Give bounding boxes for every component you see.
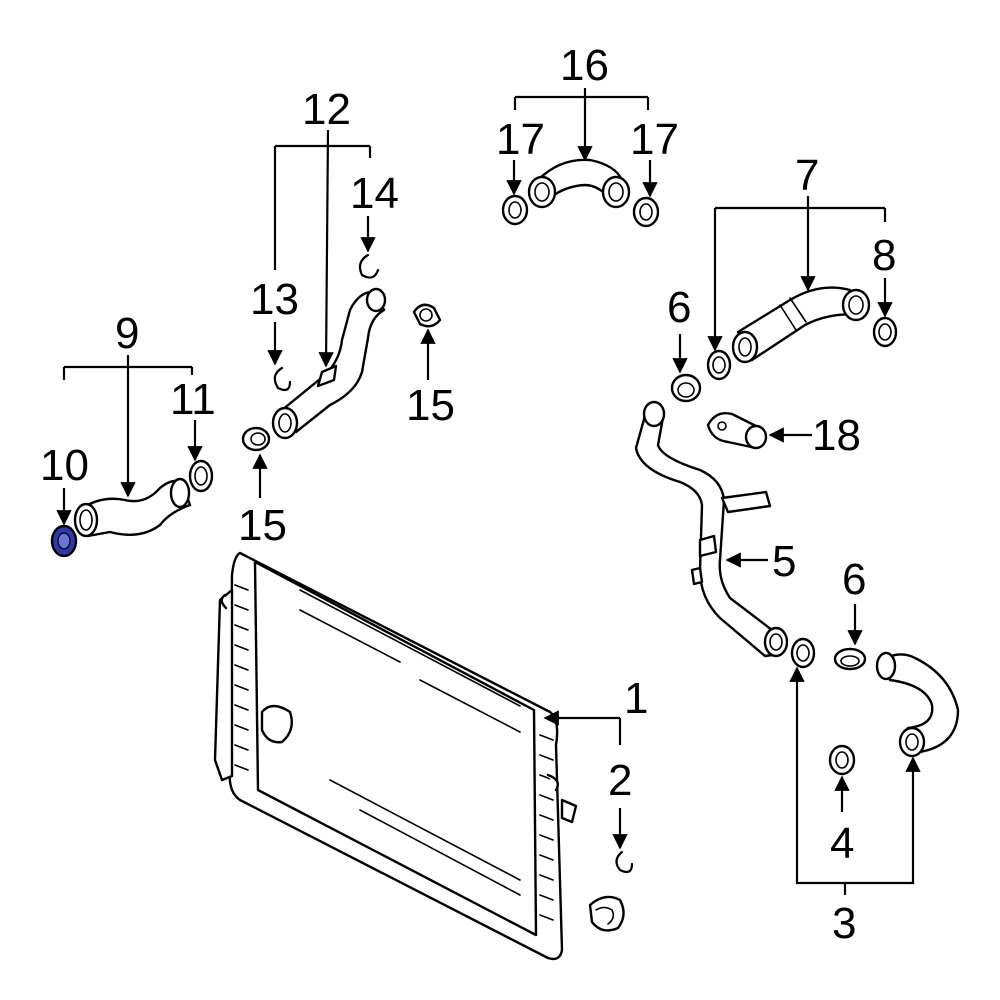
clip-2[interactable] [615, 850, 634, 874]
callout-17-left: 17 [496, 115, 545, 164]
hose-12[interactable] [271, 287, 387, 440]
callout-8: 8 [872, 231, 896, 280]
clip-14[interactable] [358, 253, 380, 279]
hose-7[interactable] [731, 286, 871, 364]
seal-4[interactable] [828, 744, 856, 776]
callout-13: 13 [250, 275, 299, 324]
callout-5: 5 [772, 537, 796, 586]
leader-3-right [845, 756, 921, 885]
callout-14: 14 [350, 169, 399, 218]
callout-3: 3 [832, 899, 856, 948]
callout-7: 7 [795, 151, 819, 200]
clamp-15-left[interactable] [241, 426, 271, 452]
callout-2: 2 [608, 756, 632, 805]
clip-13[interactable] [273, 366, 292, 392]
hose-16[interactable] [527, 158, 631, 209]
callout-15-right: 15 [406, 381, 455, 430]
clamp-6-upper[interactable] [670, 373, 702, 403]
callout-4: 4 [830, 819, 854, 868]
seal-17-right[interactable] [632, 196, 660, 228]
seal-3-pipe[interactable] [790, 637, 816, 669]
callout-6-upper: 6 [667, 283, 691, 332]
pipe-5[interactable] [634, 400, 789, 658]
callout-16: 16 [560, 41, 609, 90]
callout-11: 11 [170, 375, 216, 424]
seal-11[interactable] [188, 459, 214, 493]
intercooler-fins [234, 584, 554, 921]
callout-9: 9 [115, 309, 139, 358]
hose-9[interactable] [73, 477, 192, 538]
callout-18: 18 [812, 411, 861, 460]
seal-17-left[interactable] [501, 194, 529, 226]
callout-1: 1 [624, 674, 648, 723]
intercooler[interactable] [213, 551, 625, 961]
sensor-18[interactable] [706, 411, 768, 450]
seal-8[interactable] [872, 316, 898, 348]
callout-numbers: 1 2 3 4 5 6 6 7 8 9 10 11 12 13 14 15 15… [40, 41, 896, 948]
callout-17-right: 17 [630, 115, 679, 164]
seal-7-end[interactable] [706, 349, 732, 381]
clamp-6-lower[interactable] [833, 647, 867, 671]
leader-12-mid [318, 129, 334, 368]
callout-10: 10 [40, 441, 89, 490]
hose-3[interactable] [875, 651, 960, 758]
inner-seal-10 [57, 532, 71, 550]
clamp-15-right[interactable] [412, 303, 442, 328]
leader-lines [56, 88, 921, 895]
callout-15-left: 15 [238, 501, 287, 550]
leader-3-left [789, 666, 845, 885]
callout-6-lower: 6 [842, 555, 866, 604]
callout-12: 12 [302, 85, 351, 134]
